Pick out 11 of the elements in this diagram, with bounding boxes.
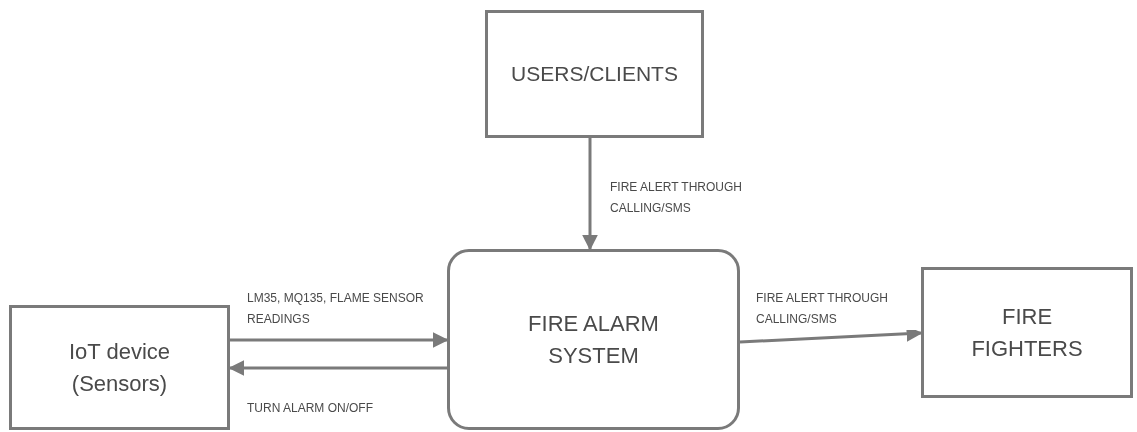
node-label: FIRE FIGHTERS	[970, 302, 1084, 363]
process-box	[9, 305, 230, 430]
process-box	[921, 267, 1133, 398]
node-label: IoT device (Sensors)	[67, 337, 172, 398]
arrow	[582, 138, 598, 251]
process-box	[485, 10, 704, 138]
node-label: USERS/CLIENTS	[511, 60, 678, 87]
arrow	[228, 360, 447, 376]
node-label: FIRE ALARM SYSTEM	[527, 309, 660, 370]
arrow	[230, 332, 449, 348]
process-box	[447, 249, 740, 430]
